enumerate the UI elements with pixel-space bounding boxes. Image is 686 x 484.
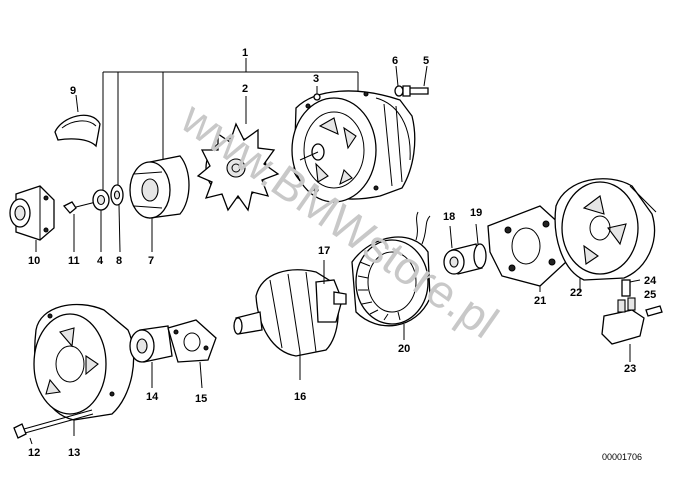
part-23-regulator bbox=[601, 297, 663, 362]
part-19-ring bbox=[473, 223, 487, 269]
drawing-number: 00001706 bbox=[602, 452, 642, 462]
callout-3: 3 bbox=[313, 73, 319, 85]
callout-5: 5 bbox=[423, 55, 429, 67]
callout-2: 2 bbox=[242, 83, 248, 95]
callout-14: 14 bbox=[146, 391, 159, 403]
part-13-end-housing bbox=[33, 303, 135, 436]
callout-7: 7 bbox=[148, 255, 154, 267]
part-21-rectifier bbox=[487, 205, 567, 292]
callout-21: 21 bbox=[534, 295, 546, 307]
callout-8: 8 bbox=[116, 255, 122, 267]
callout-13: 13 bbox=[68, 447, 80, 459]
callout-9: 9 bbox=[70, 85, 76, 97]
callout-12: 12 bbox=[28, 447, 40, 459]
part-8-washer bbox=[110, 184, 124, 253]
part-1-front-housing bbox=[291, 86, 416, 203]
part-14-bearing bbox=[129, 325, 173, 388]
part-20-stator bbox=[351, 211, 431, 340]
callout-20: 20 bbox=[398, 343, 410, 355]
callout-25: 25 bbox=[644, 289, 656, 301]
part-22-rear-cover bbox=[554, 178, 657, 292]
assembly-bracket bbox=[102, 58, 359, 190]
part-2-fan bbox=[196, 96, 280, 212]
callout-23: 23 bbox=[624, 363, 636, 375]
part-9-cap bbox=[54, 94, 101, 148]
callout-6: 6 bbox=[392, 55, 398, 67]
part-6-washer bbox=[394, 65, 404, 97]
callout-10: 10 bbox=[28, 255, 40, 267]
callout-24: 24 bbox=[644, 275, 657, 287]
callout-4: 4 bbox=[97, 255, 104, 267]
callout-19: 19 bbox=[470, 207, 482, 219]
part-5-bolt bbox=[402, 65, 429, 97]
callout-15: 15 bbox=[195, 393, 207, 405]
callout-1: 1 bbox=[242, 47, 248, 59]
part-11-bolt bbox=[62, 201, 97, 252]
part-16-rotor bbox=[233, 269, 347, 380]
part-7-pulley bbox=[129, 155, 190, 252]
callout-18: 18 bbox=[443, 211, 455, 223]
part-10-pulley-flange bbox=[9, 185, 55, 252]
callout-11: 11 bbox=[68, 255, 80, 267]
callout-22: 22 bbox=[570, 287, 582, 299]
part-4-nut bbox=[92, 189, 110, 252]
callout-17: 17 bbox=[318, 245, 330, 257]
part-24-brush bbox=[621, 279, 641, 297]
callout-labels: 1 2 3 4 5 6 7 8 9 10 11 12 13 14 15 16 1… bbox=[28, 47, 657, 459]
part-15-retainer-plate bbox=[167, 319, 217, 389]
callout-16: 16 bbox=[294, 391, 306, 403]
part-12-long-bolt bbox=[13, 409, 94, 445]
